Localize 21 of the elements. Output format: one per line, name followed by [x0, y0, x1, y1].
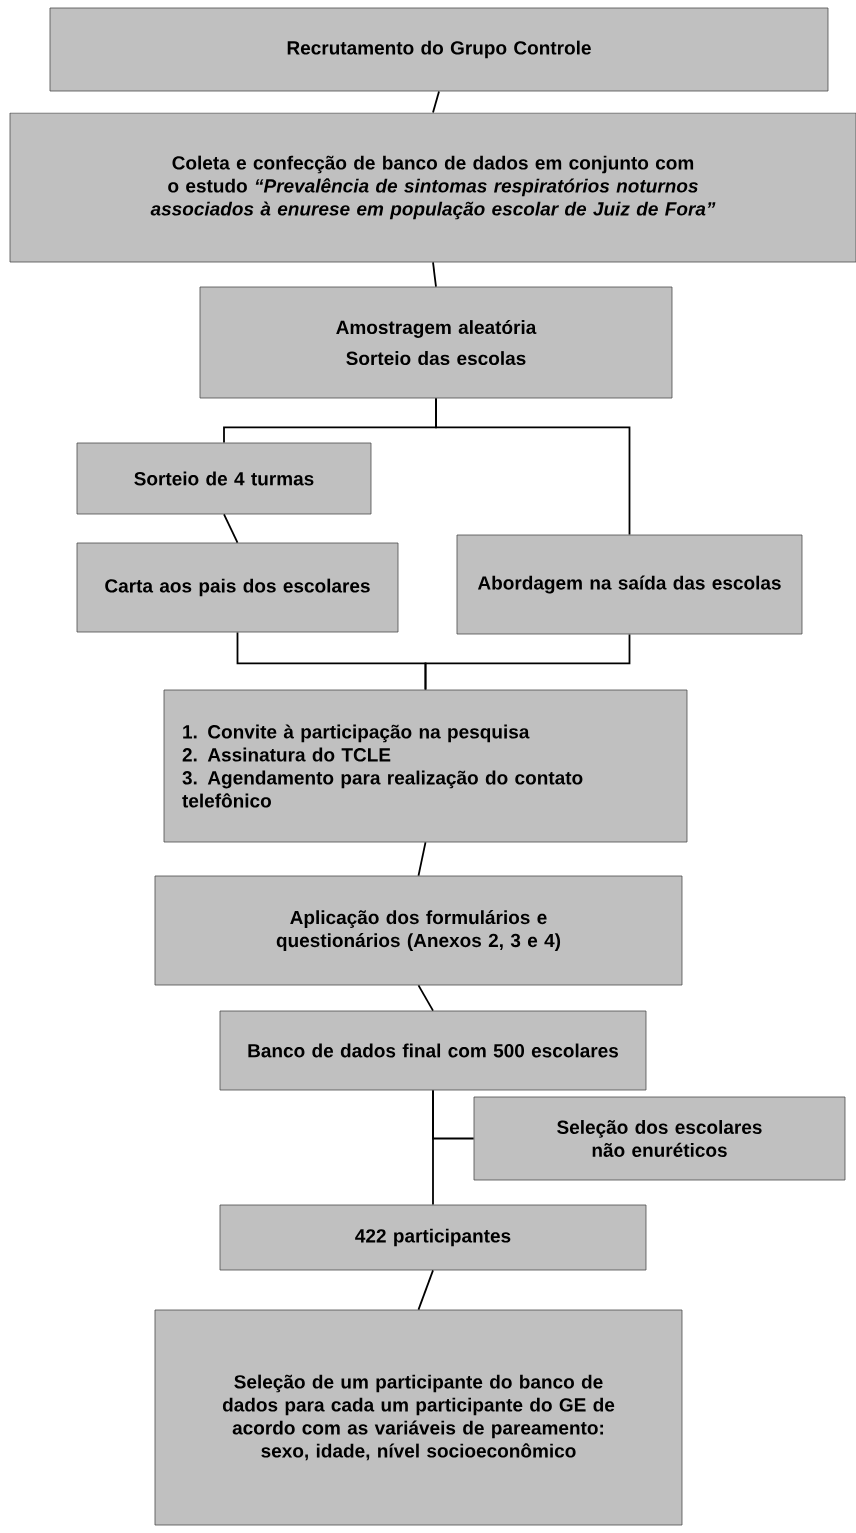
connector-line [432, 1089, 434, 1206]
process-box: Coleta e confecção de banco de dados em conjunto com o estudo “Prevalência de sintomas respiratórios noturnos associados à enurese em população escolar de Juiz de Fora” [9, 112, 856, 263]
process-box: Sorteio de 4 turmas [76, 442, 372, 515]
connector-line [223, 513, 239, 544]
process-box: Seleção de um participante do banco de dados para cada um participante do GE de acordo com as variáveis de pareamento: sexo, idade, nível socioeconômico [154, 1309, 683, 1526]
connector-line [432, 261, 437, 288]
process-box: Recrutamento do Grupo Controle [49, 7, 829, 92]
process-box: Banco de dados final com 500 escolares [219, 1010, 647, 1091]
process-box: Abordagem na saída das escolas [456, 534, 803, 635]
connector-line [432, 90, 440, 114]
process-box: Amostragem aleatória Sorteio das escolas [199, 286, 673, 399]
process-box: Seleção dos escolares não enuréticos [473, 1096, 846, 1181]
connector-line [417, 984, 434, 1012]
connector-line [435, 397, 631, 536]
process-box: 1. Convite à participação na pesquisa 2. Assinatura do TCLE 3. Agendamento para realização do contato telefônico [163, 689, 688, 843]
process-box: Aplicação dos formulários e questionários (Anexos 2, 3 e 4) [154, 875, 683, 986]
process-box: 422 participantes [219, 1204, 647, 1271]
process-box: Carta aos pais dos escolares [76, 542, 399, 633]
connector-line [417, 841, 427, 877]
connector-line [417, 1269, 434, 1311]
connector-line [424, 633, 631, 691]
